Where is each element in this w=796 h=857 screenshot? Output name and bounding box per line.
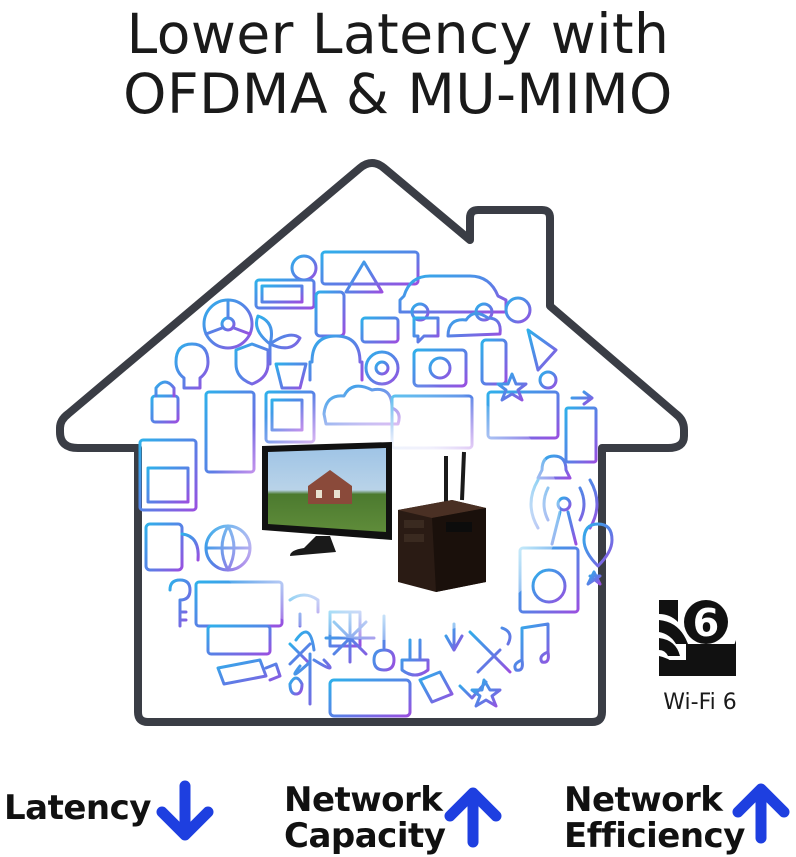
metric-latency: Latency bbox=[4, 790, 151, 826]
headline-line-2: OFDMA & MU-MIMO bbox=[123, 62, 673, 126]
house-outline bbox=[56, 159, 688, 726]
metric-network-efficiency: Network Efficiency bbox=[564, 782, 745, 854]
metric-efficiency-line-2: Efficiency bbox=[564, 816, 745, 856]
metric-efficiency-line-1: Network bbox=[564, 780, 723, 820]
metric-capacity-line-1: Network bbox=[284, 780, 443, 820]
house-illustration: 6 bbox=[56, 159, 736, 726]
wifi-6-badge-icon bbox=[659, 600, 736, 676]
metric-capacity-line-2: Capacity bbox=[284, 816, 446, 856]
headline-line-1: Lower Latency with bbox=[126, 2, 670, 66]
wifi-6-label: Wi-Fi 6 bbox=[663, 690, 737, 715]
arrow-up-icon bbox=[732, 783, 790, 844]
monitor-icon bbox=[262, 442, 392, 556]
headline: Lower Latency with OFDMA & MU-MIMO bbox=[0, 4, 796, 124]
arrow-down-icon bbox=[156, 780, 214, 841]
metric-network-capacity: Network Capacity bbox=[284, 780, 446, 856]
wifi-6-number: 6 bbox=[693, 601, 719, 645]
desktop-tower-icon bbox=[398, 451, 486, 592]
metric-latency-label: Latency bbox=[4, 788, 151, 828]
arrow-up-icon bbox=[444, 787, 502, 848]
